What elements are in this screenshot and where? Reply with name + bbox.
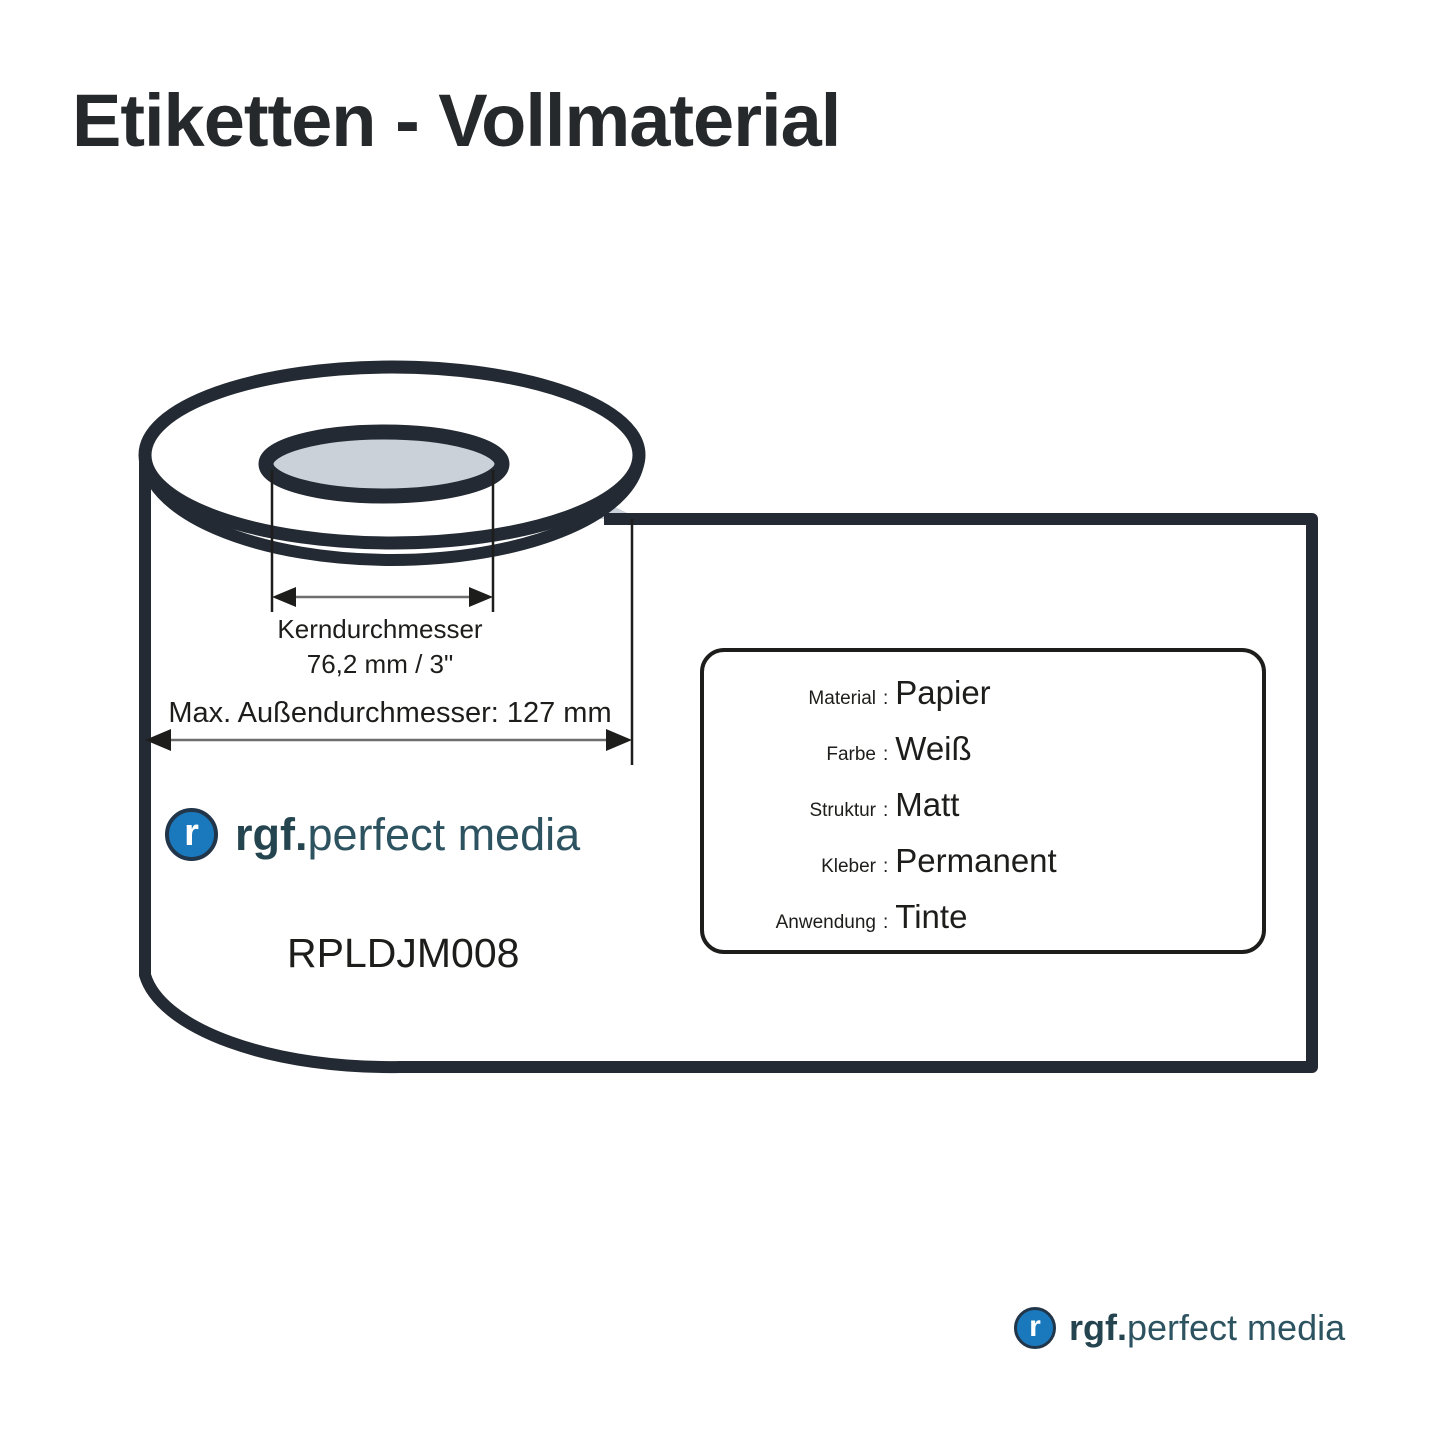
outer-diameter-caption: Max. Außendurchmesser: 127 mm <box>168 697 612 729</box>
outer-arrowhead-left <box>145 729 171 751</box>
spec-row-material: Material : Papier <box>704 674 1262 730</box>
logo-word-light: perfect media <box>307 808 581 860</box>
spec-separator: : <box>883 744 889 765</box>
specification-rows: Material : Papier Farbe : Weiß Struktur … <box>704 674 1262 954</box>
spec-value-material: Papier <box>895 674 991 711</box>
spec-row-farbe: Farbe : Weiß <box>704 730 1262 786</box>
specification-panel: Material : Papier Farbe : Weiß Struktur … <box>700 648 1266 954</box>
spec-label-struktur: Struktur <box>809 800 876 821</box>
spec-separator: : <box>883 912 889 933</box>
spec-label-farbe: Farbe <box>826 744 876 765</box>
spec-row-kleber: Kleber : Permanent <box>704 842 1262 898</box>
logo-word-bold: rgf. <box>235 808 308 860</box>
spec-separator: : <box>883 800 889 821</box>
logo-circle-icon: r <box>165 808 218 861</box>
logo-word-bold: rgf. <box>1069 1307 1127 1348</box>
logo-circle-icon: r <box>1014 1307 1056 1349</box>
core-arrowhead-left <box>272 587 296 607</box>
spec-separator: : <box>883 688 889 709</box>
brand-logo-footer: r rgf.perfect media <box>1014 1307 1345 1349</box>
spec-value-struktur: Matt <box>895 786 960 823</box>
spec-value-kleber: Permanent <box>895 842 1057 879</box>
core-arrowhead-right <box>469 587 493 607</box>
page-title: Etiketten - Vollmaterial <box>72 79 841 162</box>
brand-logo-main: r rgf.perfect media <box>165 808 580 861</box>
logo-word-light: perfect media <box>1127 1307 1346 1348</box>
spec-label-material: Material <box>808 688 876 709</box>
spec-row-anwendung: Anwendung : Tinte <box>704 898 1262 954</box>
roll-bottom-curve <box>139 969 406 1074</box>
core-diameter-label: Kerndurchmesser <box>277 614 483 644</box>
spec-separator: : <box>883 856 889 877</box>
spec-label-anwendung: Anwendung <box>775 912 876 933</box>
core-diameter-value: 76,2 mm / 3" <box>306 649 454 679</box>
roll-core-ellipse <box>258 424 510 504</box>
spec-label-kleber: Kleber <box>821 856 876 877</box>
spec-value-farbe: Weiß <box>895 730 972 767</box>
spec-value-anwendung: Tinte <box>895 898 968 935</box>
logo-wordmark: rgf.perfect media <box>235 809 580 861</box>
core-diameter-caption: Kerndurchmesser 76,2 mm / 3" <box>180 612 580 682</box>
logo-wordmark: rgf.perfect media <box>1069 1307 1345 1349</box>
product-code: RPLDJM008 <box>287 930 520 976</box>
outer-arrowhead-right <box>606 729 632 751</box>
spec-row-struktur: Struktur : Matt <box>704 786 1262 842</box>
